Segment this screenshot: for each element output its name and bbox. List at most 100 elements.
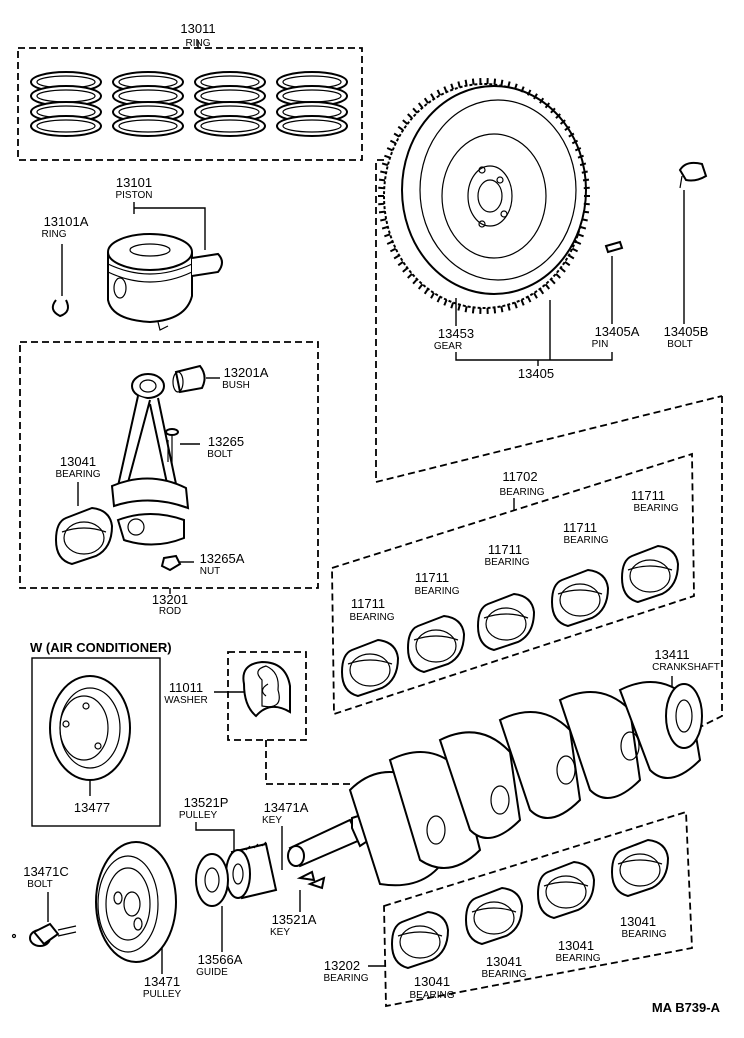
gear-tooth [579, 225, 587, 230]
gear-tooth [381, 162, 389, 167]
gear-tooth [555, 113, 561, 119]
piston-icon [107, 233, 223, 331]
gear-tooth [507, 304, 511, 311]
gear-tooth [581, 170, 588, 174]
part-number-13471A: 13471A [264, 800, 309, 815]
gear-tooth [568, 132, 575, 138]
gear-tooth [402, 267, 409, 273]
part-name-bolt-rod: BOLT [207, 449, 232, 460]
gear-tooth [450, 83, 455, 90]
gear-tooth [380, 170, 387, 174]
ac-pulley-icon [49, 675, 131, 781]
gear-tooth [579, 162, 587, 167]
part-name-bearing-11702: BEARING [499, 487, 544, 498]
part-number-13041-b: 13041 [414, 974, 450, 989]
bush-icon [172, 364, 206, 394]
ring-gear-teeth [378, 78, 590, 314]
part-number-11702: 11702 [502, 469, 537, 484]
part-name-bearing-rod: BEARING [55, 469, 100, 480]
gear-tooth [533, 292, 538, 299]
part-name-bush: BUSH [222, 380, 250, 391]
rod-bearing-icon-4 [611, 839, 669, 897]
part-name-gear: GEAR [434, 341, 462, 352]
part-number-13471: 13471 [144, 974, 180, 989]
gear-tooth [493, 307, 497, 314]
gear-tooth [430, 292, 435, 299]
gear-tooth [384, 233, 391, 238]
gear-tooth [464, 79, 468, 86]
part-number-13265: 13265 [208, 434, 244, 449]
thrust-washer-group [227, 651, 307, 741]
gear-tooth [417, 102, 424, 109]
gear-tooth [520, 86, 525, 93]
main-bearing-icon-2 [407, 615, 465, 673]
part-number-13405A: 13405A [595, 324, 640, 339]
gear-tooth [384, 154, 391, 159]
gear-tooth [513, 83, 518, 90]
part-number-11711-a: 11711 [351, 596, 385, 611]
part-number-13101A: 13101A [44, 214, 89, 229]
gear-tooth [380, 218, 387, 222]
gear-tooth [533, 93, 538, 100]
gear-tooth [378, 178, 386, 182]
part-number-13405B: 13405B [664, 324, 709, 339]
gear-tooth [559, 267, 566, 273]
gear-tooth [555, 273, 561, 279]
connecting-rod-group [19, 341, 319, 589]
gear-tooth [443, 299, 448, 306]
rod-bearing-icon-2 [465, 887, 523, 945]
gear-tooth [582, 210, 590, 214]
gear-tooth [393, 254, 400, 260]
gear-tooth [559, 119, 566, 125]
gear-tooth [407, 113, 413, 119]
gear-tooth [443, 86, 448, 93]
part-name-crankshaft: CRANKSHAFT [652, 662, 720, 673]
rod-bolt-icon [165, 428, 179, 464]
gear-tooth [507, 81, 511, 88]
gear-tooth [526, 89, 532, 96]
part-number-11711-b: 11711 [415, 570, 449, 585]
part-number-13201A: 13201A [224, 365, 269, 380]
gear-tooth [412, 107, 418, 114]
gear-tooth [581, 218, 588, 222]
flywheel-icon [383, 83, 587, 309]
part-number-11711-d: 11711 [563, 520, 597, 535]
piston-ring-set [17, 40, 363, 161]
gear-tooth [568, 254, 575, 260]
part-number-13453: 13453 [438, 326, 474, 341]
diagram-code: MA B739-A [652, 1000, 721, 1015]
gear-tooth [526, 296, 532, 303]
part-number-13405: 13405 [518, 366, 554, 381]
gear-tooth [417, 283, 424, 290]
connecting-rod-icon [110, 373, 190, 546]
flywheel-bolt-icon [678, 161, 708, 189]
part-name-ring: RING [186, 38, 211, 49]
pulley-bolt-icon [11, 922, 77, 947]
gear-tooth [471, 78, 475, 85]
rod-nut-icon [160, 554, 182, 572]
main-bearing-group [331, 452, 695, 716]
gear-tooth [520, 299, 525, 306]
gear-tooth [378, 210, 386, 214]
rod-bearing-icon [55, 507, 113, 565]
part-number-13477: 13477 [74, 800, 110, 815]
gear-tooth [571, 139, 579, 145]
piston-ring-set-icon [30, 71, 348, 137]
part-name-ring-snap: RING [42, 229, 67, 240]
part-name-rod: ROD [159, 606, 181, 617]
gear-tooth [430, 93, 435, 100]
gear-tooth [564, 261, 571, 267]
woodruff-key-icon [296, 870, 326, 890]
part-name-washer: WASHER [164, 695, 208, 706]
gear-tooth [381, 225, 389, 230]
crankshaft-icon [287, 681, 703, 887]
part-number-13202: 13202 [324, 958, 360, 973]
guide-washer-icon [195, 853, 229, 907]
part-name-bearing-13041-d: BEARING [555, 953, 600, 964]
part-name-pin: PIN [592, 339, 609, 350]
part-number-13041-d: 13041 [558, 938, 594, 953]
gear-tooth [544, 283, 551, 290]
part-name-bearing-11711-b: BEARING [414, 586, 459, 597]
gear-tooth [577, 233, 584, 238]
